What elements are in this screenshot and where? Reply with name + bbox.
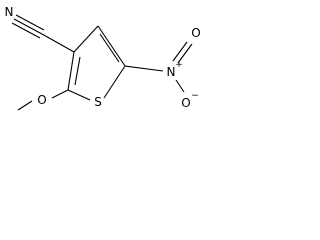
chemical-structure-diagram: N S O N + O O −	[5, 5, 201, 111]
bond-c5-s	[103, 65, 126, 99]
atom-nitro-n: N	[167, 65, 176, 79]
atom-nitro-o-bottom: O	[181, 96, 190, 110]
bond-c4-c5	[97, 25, 126, 67]
atom-nitro-o-top: O	[191, 26, 200, 40]
bonds	[11, 14, 193, 111]
bond-c3-c4	[73, 25, 99, 53]
atom-nitro-n-charge: +	[175, 60, 183, 70]
bond-c2-c3	[67, 51, 75, 91]
atom-nitro-o-bottom-charge: −	[191, 91, 199, 101]
bond-nitrile-triple-2	[15, 14, 45, 31]
atom-nitrile-n: N	[5, 5, 14, 19]
bond-n-o-top-double	[172, 41, 188, 62]
bond-n-o-bottom	[175, 79, 185, 93]
bond-c2-c3-double	[74, 56, 81, 86]
atom-labels: N S O N + O O −	[5, 5, 201, 110]
atom-ring-s: S	[94, 95, 102, 109]
bond-nitrile-triple-3	[11, 22, 41, 39]
bond-c2-o	[51, 89, 69, 99]
bond-nitrile-triple-1	[13, 18, 43, 35]
bond-cn-c3	[41, 33, 75, 53]
atom-ether-o: O	[37, 93, 46, 107]
bond-c4-c5-double	[99, 33, 120, 63]
bond-n-o-top	[177, 43, 193, 64]
bond-o-ch3	[17, 100, 33, 111]
bond-s-c2	[67, 89, 91, 101]
bond-c5-n	[124, 65, 164, 72]
